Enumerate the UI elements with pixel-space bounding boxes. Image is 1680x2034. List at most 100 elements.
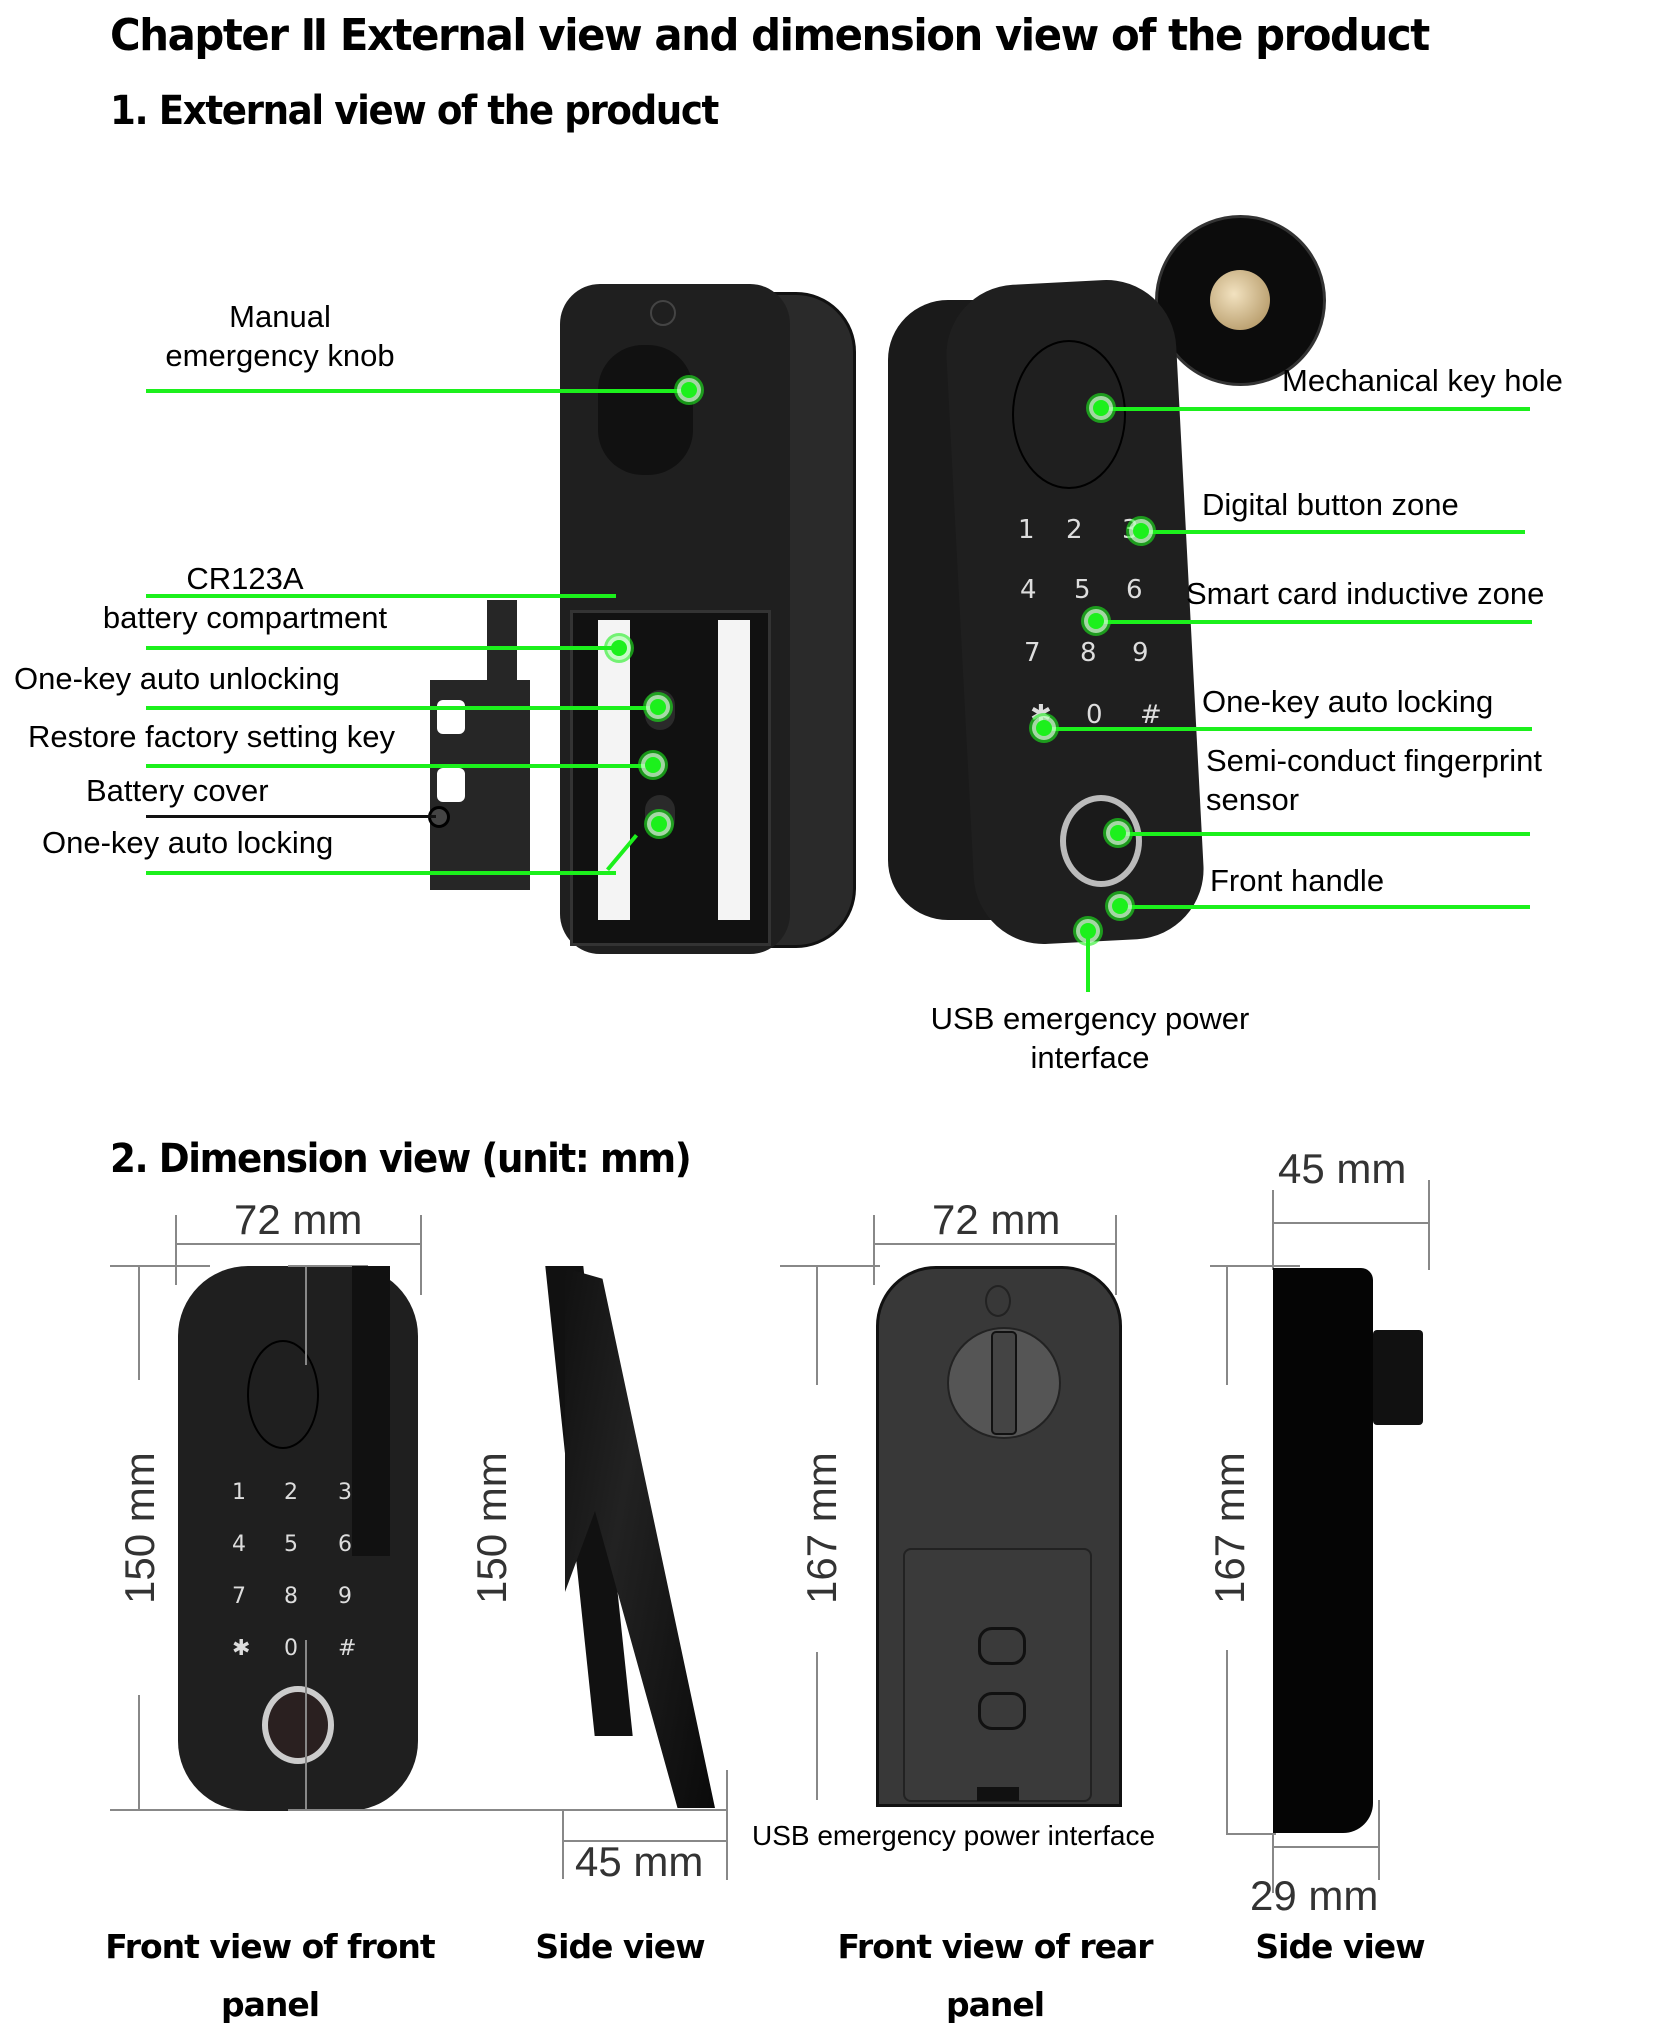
callout-dot <box>1112 898 1128 914</box>
usb-port-icon <box>977 1787 1019 1801</box>
battery-right <box>718 620 750 920</box>
dim-line <box>175 1215 177 1285</box>
callout-dot <box>1036 720 1052 736</box>
dim-line <box>562 1840 726 1842</box>
emergency-knob-icon <box>947 1327 1061 1439</box>
dim-line <box>288 1809 728 1811</box>
section2-title: 2. Dimension view (unit: mm) <box>110 1136 692 1182</box>
dim-line <box>1226 1650 1228 1835</box>
keypad-key: 2 <box>284 1480 298 1505</box>
label-smart-card-zone: Smart card inductive zone <box>1186 576 1545 611</box>
keypad-key: 6 <box>338 1532 352 1557</box>
label-auto-locking-rear: One-key auto locking <box>42 825 334 860</box>
lock-button-icon <box>978 1692 1026 1730</box>
callout-line <box>146 706 656 710</box>
dim-width-label: 72 mm <box>932 1196 1061 1243</box>
cover-slot-icon <box>437 700 465 734</box>
battery-cover <box>903 1548 1092 1802</box>
key-cylinder-inset <box>1155 215 1326 386</box>
dim-line <box>1226 1265 1228 1385</box>
keypad-key: 4 <box>232 1532 246 1557</box>
dim-line <box>420 1215 422 1295</box>
key-cover-oval <box>1012 340 1126 489</box>
label-battery: CR123A battery compartment <box>102 561 388 635</box>
keypad-key: 3 <box>338 1480 352 1505</box>
dim-line <box>1428 1180 1430 1270</box>
callout-line <box>1118 832 1530 836</box>
keypad-key: 9 <box>1132 638 1149 668</box>
battery-left <box>598 620 630 920</box>
label-battery-cover: Battery cover <box>86 773 269 808</box>
callout-line <box>1086 930 1090 992</box>
label-usb-power: USB emergency power interface <box>930 1001 1250 1075</box>
dim-depth-top-label: 45 mm <box>1278 1145 1407 1192</box>
dim-line <box>873 1215 875 1285</box>
lock-key-icon: ✱ <box>232 1636 251 1661</box>
callout-line <box>1120 905 1530 909</box>
dim-line <box>288 1265 368 1267</box>
keypad-key: 5 <box>1074 575 1091 605</box>
label-fingerprint-sensor: Semi-conduct fingerprint sensor <box>1206 743 1542 817</box>
dim-height-label: 150 mm <box>116 1452 163 1604</box>
dim-line <box>138 1265 140 1380</box>
dim-line <box>1210 1265 1300 1267</box>
section1-title: 1. External view of the product <box>110 88 719 134</box>
label-auto-locking-front: One-key auto locking <box>1202 684 1494 719</box>
dim-line <box>1115 1215 1117 1295</box>
keypad-key: 6 <box>1126 575 1143 605</box>
callout-dot <box>650 699 666 715</box>
dim-line <box>1226 1833 1276 1835</box>
fingerprint-sensor-icon <box>262 1686 334 1764</box>
keypad-key: 7 <box>232 1584 246 1609</box>
label-key-hole: Mechanical key hole <box>1282 363 1563 398</box>
side-profile-drawing <box>352 1266 390 1556</box>
dim-line <box>816 1265 818 1385</box>
callout-dot <box>651 816 667 832</box>
knob-slot <box>991 1331 1017 1435</box>
callout-dot <box>681 382 697 398</box>
callout-line <box>1045 727 1532 731</box>
chapter-title: Chapter Ⅱ External view and dimension vi… <box>110 10 1430 61</box>
callout-line-black <box>146 815 436 818</box>
key-cover-oval <box>247 1340 319 1449</box>
dim-line <box>726 1770 728 1880</box>
keypad-key: 0 <box>1086 700 1103 730</box>
caption-side-view-front: Side view <box>535 1927 705 1966</box>
callout-line <box>146 646 616 650</box>
dim-depth-bottom-label: 29 mm <box>1250 1872 1379 1919</box>
dim-line <box>138 1695 140 1809</box>
caption-side-view-rear: Side view <box>1255 1927 1425 1966</box>
dim-line <box>873 1243 1115 1245</box>
label-front-handle: Front handle <box>1210 863 1385 898</box>
keypad-key: 8 <box>1080 638 1097 668</box>
fingerprint-sensor-icon <box>1060 795 1142 887</box>
dim-line <box>1272 1833 1274 1893</box>
callout-dot <box>1133 523 1149 539</box>
rear-screw-icon <box>985 1285 1011 1317</box>
callout-dot <box>1110 825 1126 841</box>
dim-line <box>780 1265 880 1267</box>
dim-height-label: 167 mm <box>798 1452 845 1604</box>
unlock-button-icon <box>978 1627 1026 1665</box>
keypad-key: # <box>1140 700 1162 730</box>
keypad-key: # <box>338 1636 357 1661</box>
side-profile-drawing <box>1273 1268 1373 1833</box>
label-usb-note: USB emergency power interface <box>752 1820 1156 1851</box>
dim-line <box>1272 1846 1378 1848</box>
callout-dot <box>1088 613 1104 629</box>
caption-front-panel: Front view of front panel <box>105 1927 435 2024</box>
callout-line <box>1140 530 1525 534</box>
emergency-knob-icon <box>598 345 693 475</box>
battery-cover-tab <box>487 600 517 690</box>
dim-line <box>562 1809 564 1879</box>
callout-dot <box>645 757 661 773</box>
callout-line <box>1095 620 1532 624</box>
keypad-key: 1 <box>1018 515 1035 545</box>
dim-line <box>305 1640 307 1809</box>
callout-dot <box>611 640 627 656</box>
knob-profile-drawing <box>1373 1330 1423 1425</box>
dim-depth-label: 45 mm <box>575 1838 704 1885</box>
callout-line <box>146 389 686 393</box>
keypad-key: 9 <box>338 1584 352 1609</box>
dim-line <box>305 1265 307 1365</box>
